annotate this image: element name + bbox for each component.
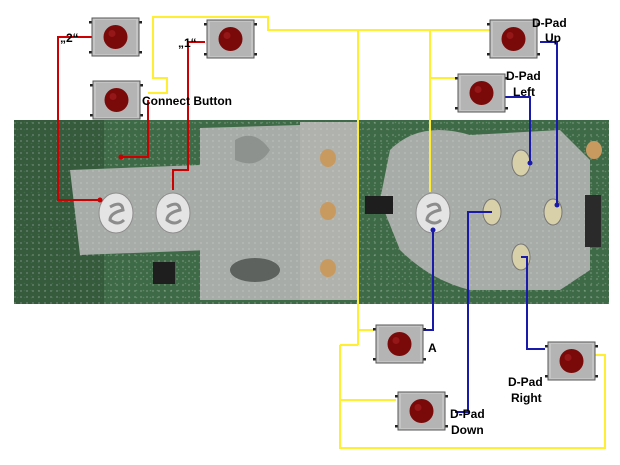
switch-dpad-down [394,391,449,431]
pcb-board [14,120,609,304]
label-dpad-right-1: D-Pad [508,375,543,389]
label-dpad-left-1: D-Pad [506,69,541,83]
switch-a [372,324,427,364]
switch-1 [203,19,258,59]
label-a: A [428,341,437,355]
label-dpad-left-2: Left [513,85,535,99]
switch-dpad-right [544,341,599,381]
label-dpad-right-2: Right [511,391,542,405]
wires-red [57,36,205,201]
wires-common-yellow [148,16,606,449]
label-button-2: „2“ [60,31,79,45]
label-connect-button: Connect Button [142,94,232,108]
label-dpad-down-1: D-Pad [450,407,485,421]
switch-2 [88,17,143,57]
label-dpad-up-1: D-Pad [532,16,567,30]
switch-dpad-left [454,73,509,113]
label-dpad-up-2: Up [545,31,561,45]
label-button-1: „1“ [178,36,197,50]
switch-connect [89,80,144,120]
label-dpad-down-2: Down [451,423,484,437]
